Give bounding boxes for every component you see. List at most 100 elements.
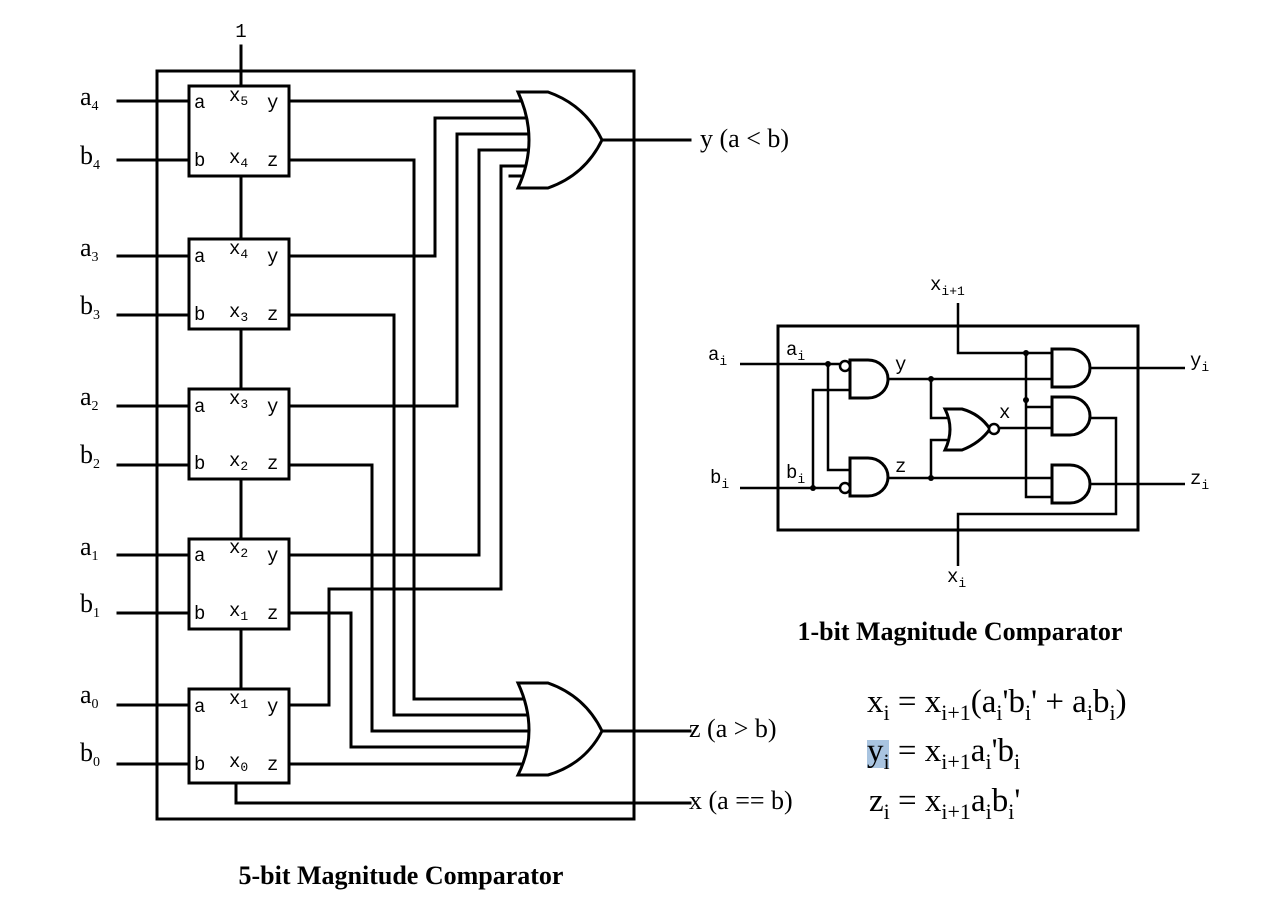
input-label-b1: b1 bbox=[80, 589, 100, 621]
z-wire bbox=[287, 313, 530, 717]
svg-text:z: z bbox=[267, 150, 278, 172]
and-gate-z bbox=[838, 456, 890, 498]
y-wire bbox=[287, 116, 529, 258]
svg-text:a: a bbox=[194, 92, 205, 114]
or-gate-z bbox=[515, 681, 604, 777]
svg-text:x1: x1 bbox=[229, 688, 248, 712]
junction-dot bbox=[1023, 350, 1029, 356]
selection-highlight bbox=[867, 740, 889, 768]
x-output-wire bbox=[234, 781, 692, 805]
a-ext-label: ai bbox=[708, 344, 727, 369]
junction-dot bbox=[810, 485, 816, 491]
one-bit-comparator: xi+1 xi ai bi ai bi yi zi y z x bbox=[708, 274, 1209, 646]
junction-dot bbox=[928, 475, 934, 481]
y-wire bbox=[287, 148, 529, 557]
five-bit-frame bbox=[155, 69, 636, 821]
comparator-block-0: a b y z x1 x0 bbox=[187, 687, 291, 785]
b-ext-label: bi bbox=[710, 467, 729, 492]
svg-text:x5: x5 bbox=[229, 85, 248, 109]
svg-text:b0: b0 bbox=[80, 738, 100, 770]
svg-text:x3: x3 bbox=[229, 301, 248, 325]
x-node-label: x bbox=[999, 402, 1010, 424]
svg-text:a2: a2 bbox=[80, 382, 99, 414]
comparator-block-4: a b y z x5 x4 bbox=[187, 84, 291, 178]
svg-text:y: y bbox=[267, 545, 278, 567]
input-label-b0: b0 bbox=[80, 738, 100, 770]
svg-text:a0: a0 bbox=[80, 680, 99, 712]
svg-text:x3: x3 bbox=[229, 388, 248, 412]
svg-text:a: a bbox=[194, 246, 205, 268]
and-gate-yi bbox=[1050, 347, 1092, 389]
and-gate-xi bbox=[1050, 395, 1092, 437]
svg-text:b: b bbox=[194, 150, 205, 172]
input-label-b3: b3 bbox=[80, 291, 100, 323]
svg-text:b4: b4 bbox=[80, 141, 100, 173]
svg-text:a4: a4 bbox=[80, 82, 99, 114]
svg-text:y: y bbox=[267, 396, 278, 418]
and-gate-zi bbox=[1050, 463, 1092, 505]
equation-y: yi = xi+1ai'bi bbox=[867, 733, 1020, 774]
x-in-label: xi+1 bbox=[930, 274, 965, 299]
input-label-a1: a1 bbox=[80, 532, 99, 564]
equations: xi = xi+1(ai'bi' + aibi) yi = xi+1ai'bi … bbox=[867, 684, 1127, 824]
z-wire bbox=[287, 611, 530, 749]
input-label-b2: b2 bbox=[80, 440, 100, 472]
svg-text:b: b bbox=[194, 603, 205, 625]
junction-dot bbox=[825, 361, 831, 367]
y-output-label: y (a < b) bbox=[700, 124, 789, 153]
svg-text:x0: x0 bbox=[229, 751, 248, 775]
svg-text:y: y bbox=[267, 92, 278, 114]
svg-text:z: z bbox=[267, 754, 278, 776]
five-bit-comparator: 1 a4 b4 a3 b3 a2 b2 a1 b1 a0 b0 bbox=[80, 21, 793, 890]
svg-text:b1: b1 bbox=[80, 589, 100, 621]
input-label-a0: a0 bbox=[80, 680, 99, 712]
x-output-label: x (a == b) bbox=[689, 786, 793, 815]
top-input-label: 1 bbox=[235, 21, 246, 43]
comparator-block-3: a b y z x4 x3 bbox=[187, 237, 291, 331]
equation-z: zi = xi+1aibi' bbox=[869, 783, 1020, 824]
input-label-a3: a3 bbox=[80, 233, 99, 265]
nor-gate-x bbox=[942, 407, 1001, 452]
x-out-label: xi bbox=[947, 566, 966, 591]
svg-text:a1: a1 bbox=[80, 532, 99, 564]
svg-text:a3: a3 bbox=[80, 233, 99, 265]
input-label-a2: a2 bbox=[80, 382, 99, 414]
svg-text:b2: b2 bbox=[80, 440, 100, 472]
y-wire bbox=[287, 132, 531, 408]
svg-text:x4: x4 bbox=[229, 238, 248, 262]
svg-text:y: y bbox=[267, 696, 278, 718]
z-wire bbox=[287, 158, 525, 701]
y-out-label: yi bbox=[1190, 350, 1209, 375]
input-label-b4: b4 bbox=[80, 141, 100, 173]
z-output-label: z (a > b) bbox=[689, 714, 777, 743]
or-gate-y bbox=[515, 90, 604, 190]
and-gate-y bbox=[838, 358, 890, 400]
junction-dot bbox=[1023, 397, 1029, 403]
svg-text:x2: x2 bbox=[229, 537, 248, 561]
y-wire bbox=[287, 164, 526, 707]
input-label-a4: a4 bbox=[80, 82, 99, 114]
svg-text:z: z bbox=[267, 453, 278, 475]
b-int-label: bi bbox=[786, 462, 805, 487]
y-node-label: y bbox=[895, 354, 906, 376]
svg-text:a: a bbox=[194, 696, 205, 718]
five-bit-title: 5-bit Magnitude Comparator bbox=[239, 861, 564, 890]
comparator-block-2: a b y z x3 x2 bbox=[187, 387, 291, 481]
junction-dot bbox=[928, 376, 934, 382]
svg-text:x2: x2 bbox=[229, 450, 248, 474]
svg-text:a: a bbox=[194, 396, 205, 418]
svg-text:b: b bbox=[194, 754, 205, 776]
svg-text:b3: b3 bbox=[80, 291, 100, 323]
svg-text:x4: x4 bbox=[229, 147, 248, 171]
z-wire bbox=[287, 463, 531, 733]
svg-text:b: b bbox=[194, 304, 205, 326]
one-bit-title: 1-bit Magnitude Comparator bbox=[798, 617, 1123, 646]
svg-text:x1: x1 bbox=[229, 600, 248, 624]
comparator-block-1: a b y z x2 x1 bbox=[187, 537, 291, 631]
svg-text:a: a bbox=[194, 545, 205, 567]
svg-text:y: y bbox=[267, 246, 278, 268]
a-int-label: ai bbox=[786, 339, 805, 364]
svg-text:b: b bbox=[194, 453, 205, 475]
z-out-label: zi bbox=[1190, 468, 1209, 493]
